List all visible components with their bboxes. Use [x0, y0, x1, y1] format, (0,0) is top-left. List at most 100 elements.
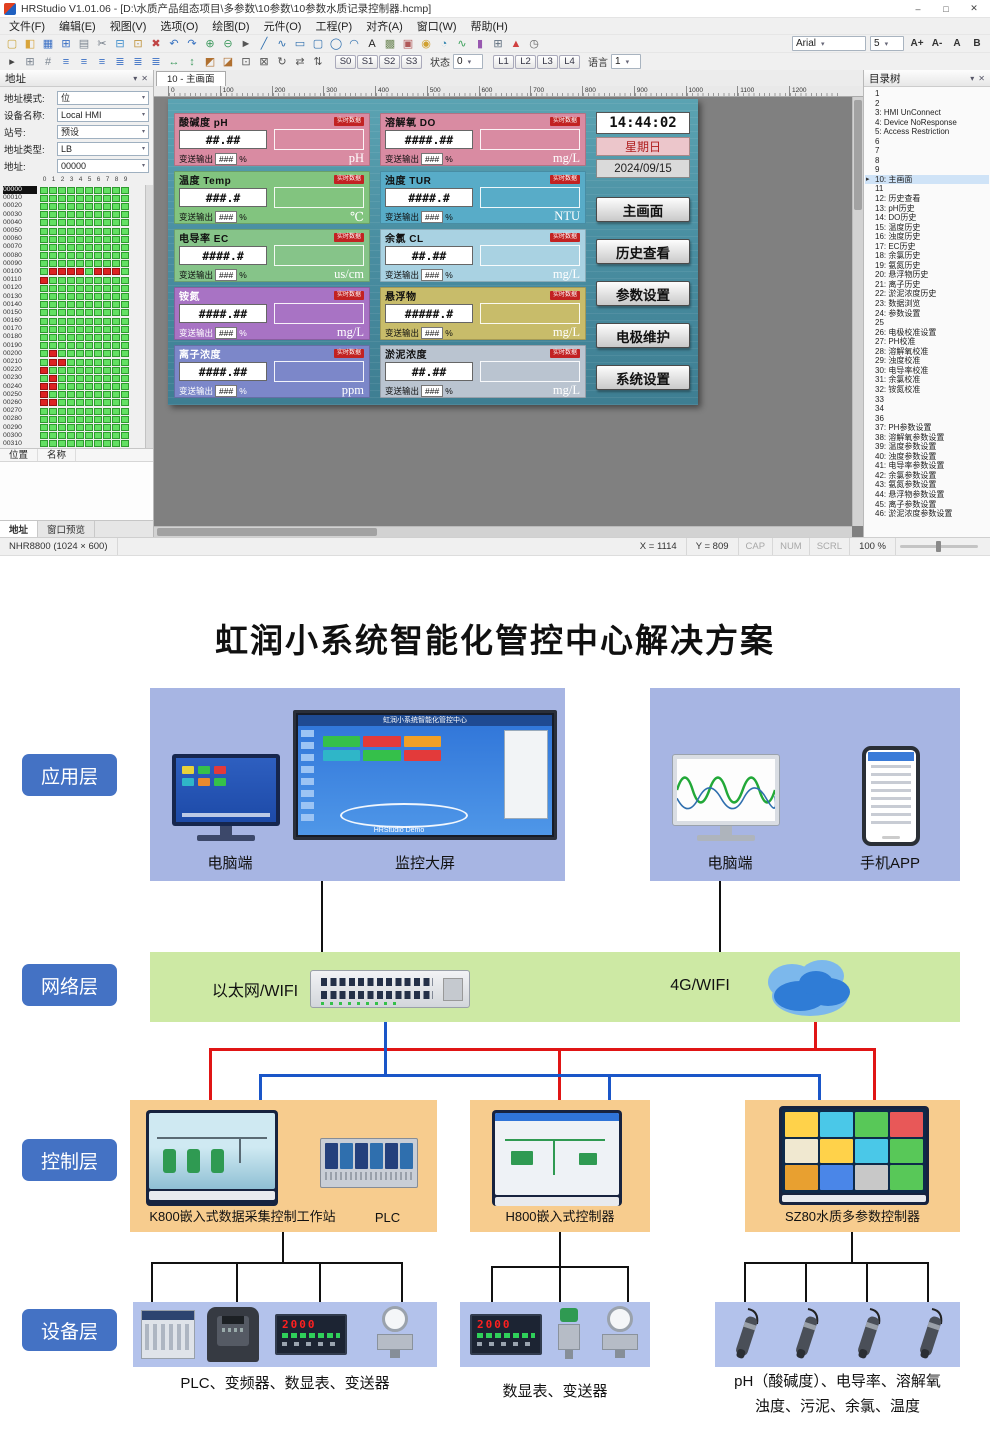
address-bit-cell[interactable] [49, 407, 57, 415]
address-bit-cell[interactable] [49, 317, 57, 325]
delete-icon[interactable]: ✖ [151, 38, 161, 50]
address-bit-cell[interactable] [76, 268, 84, 276]
address-bit-cell[interactable] [58, 194, 66, 202]
tree-item[interactable]: 3: HMI UnConnect [875, 108, 941, 118]
address-bit-cell[interactable] [121, 186, 129, 194]
address-bit-cell[interactable] [58, 350, 66, 358]
address-bit-cell[interactable] [112, 284, 120, 292]
address-bit-cell[interactable] [58, 260, 66, 268]
address-bit-cell[interactable] [103, 440, 111, 448]
pin-icon[interactable]: ▾ [133, 73, 138, 83]
tree-item[interactable]: 31: 余氯校准 [875, 375, 921, 385]
address-bit-cell[interactable] [76, 284, 84, 292]
address-bit-cell[interactable] [112, 252, 120, 260]
address-bit-cell[interactable] [40, 309, 48, 317]
address-bit-cell[interactable] [103, 268, 111, 276]
address-bit-cell[interactable] [121, 260, 129, 268]
menu-item[interactable]: 工程(P) [315, 21, 353, 33]
address-bit-cell[interactable] [103, 383, 111, 391]
address-bit-cell[interactable] [94, 350, 102, 358]
address-bit-cell[interactable] [58, 424, 66, 432]
menu-item[interactable]: 视图(V) [109, 21, 147, 33]
hmi-param-box[interactable]: 离子浓度 实时数据 ####.## 变送输出 ### [174, 345, 370, 398]
hmi-param-box[interactable]: 余氯 CL 实时数据 ##.## 变送输出 ### [380, 229, 586, 282]
address-bit-cell[interactable] [85, 194, 93, 202]
tree-item[interactable]: 43: 氨氮参数设置 [875, 480, 937, 490]
address-bit-cell[interactable] [94, 268, 102, 276]
address-bit-cell[interactable] [49, 227, 57, 235]
address-bit-cell[interactable] [67, 391, 75, 399]
canvas-tab[interactable]: 10 - 主画面 [156, 71, 226, 86]
address-bit-cell[interactable] [40, 325, 48, 333]
address-bit-cell[interactable] [76, 309, 84, 317]
same-width-icon[interactable]: ↔ [168, 55, 180, 68]
canvas-body[interactable]: 酸碱度 pH 实时数据 ##.## 变送输出 ### [154, 97, 863, 537]
address-bit-cell[interactable] [85, 268, 93, 276]
address-bit-cell[interactable] [58, 407, 66, 415]
address-bit-cell[interactable] [49, 325, 57, 333]
address-bit-cell[interactable] [121, 211, 129, 219]
address-bit-cell[interactable] [40, 383, 48, 391]
address-bit-cell[interactable] [85, 342, 93, 350]
address-bit-cell[interactable] [67, 333, 75, 341]
save-all-icon[interactable]: ⊞ [61, 38, 71, 50]
scrollbar-thumb[interactable] [854, 100, 862, 210]
address-bit-cell[interactable] [76, 407, 84, 415]
tree-item[interactable]: 19: 氨氮历史 [875, 260, 921, 270]
address-bit-cell[interactable] [49, 243, 57, 251]
hmi-param-box[interactable]: 悬浮物 实时数据 #####.# 变送输出 ### [380, 287, 586, 340]
menu-item[interactable]: 文件(F) [9, 21, 46, 33]
address-bit-cell[interactable] [121, 268, 129, 276]
address-bit-cell[interactable] [76, 317, 84, 325]
address-bit-cell[interactable] [76, 301, 84, 309]
address-bit-cell[interactable] [40, 186, 48, 194]
hmi-nav-button[interactable]: 系统设置 [596, 365, 690, 390]
address-bit-cell[interactable] [112, 243, 120, 251]
address-bit-cell[interactable] [112, 366, 120, 374]
hmi-param-box[interactable]: 浊度 TUR 实时数据 ####.# 变送输出 ### [380, 171, 586, 224]
address-bit-cell[interactable] [121, 415, 129, 423]
alarm-widget-icon[interactable]: ▲ [510, 37, 522, 50]
tree-item[interactable]: 36 [875, 413, 884, 423]
align-middle-icon[interactable]: ≣ [133, 56, 143, 68]
state-combo[interactable]: 0 ▾ [453, 54, 483, 69]
tree-item[interactable]: 24: 参数设置 [875, 308, 921, 318]
address-bit-cell[interactable] [121, 227, 129, 235]
zoom-out-icon[interactable]: ⊖ [223, 38, 233, 50]
address-bit-cell[interactable] [94, 219, 102, 227]
address-bit-cell[interactable] [121, 333, 129, 341]
address-bit-cell[interactable] [40, 333, 48, 341]
align-top-icon[interactable]: ≣ [115, 56, 125, 68]
tree-item[interactable]: 8 [875, 155, 880, 165]
address-bit-cell[interactable] [58, 399, 66, 407]
address-bit-cell[interactable] [94, 211, 102, 219]
address-bit-cell[interactable] [94, 317, 102, 325]
address-bit-cell[interactable] [58, 268, 66, 276]
address-bit-cell[interactable] [67, 358, 75, 366]
address-bit-cell[interactable] [58, 219, 66, 227]
hmi-nav-button[interactable]: 电极维护 [596, 323, 690, 348]
address-bit-cell[interactable] [49, 440, 57, 448]
address-bit-cell[interactable] [76, 424, 84, 432]
address-bit-cell[interactable] [49, 276, 57, 284]
font-size-combo[interactable]: 5 ▾ [870, 36, 904, 51]
open-file-icon[interactable]: ◧ [24, 38, 36, 50]
address-bit-cell[interactable] [85, 317, 93, 325]
address-bit-cell[interactable] [76, 391, 84, 399]
arc-tool-icon[interactable]: ◠ [349, 38, 359, 50]
address-bit-cell[interactable] [76, 415, 84, 423]
address-bit-cell[interactable] [112, 235, 120, 243]
rotate-icon[interactable]: ↻ [277, 56, 287, 68]
address-bit-cell[interactable] [49, 366, 57, 374]
address-bit-cell[interactable] [76, 432, 84, 440]
address-bit-cell[interactable] [112, 407, 120, 415]
address-bit-cell[interactable] [103, 333, 111, 341]
language-combo[interactable]: 1 ▾ [611, 54, 641, 69]
canvas-horizontal-scrollbar[interactable] [154, 526, 852, 537]
address-bit-cell[interactable] [85, 235, 93, 243]
address-bit-cell[interactable] [94, 293, 102, 301]
address-bit-cell[interactable] [103, 317, 111, 325]
address-bit-cell[interactable] [49, 432, 57, 440]
menu-item[interactable]: 对齐(A) [366, 21, 403, 33]
tree-item[interactable]: 42: 余氯参数设置 [875, 470, 937, 480]
